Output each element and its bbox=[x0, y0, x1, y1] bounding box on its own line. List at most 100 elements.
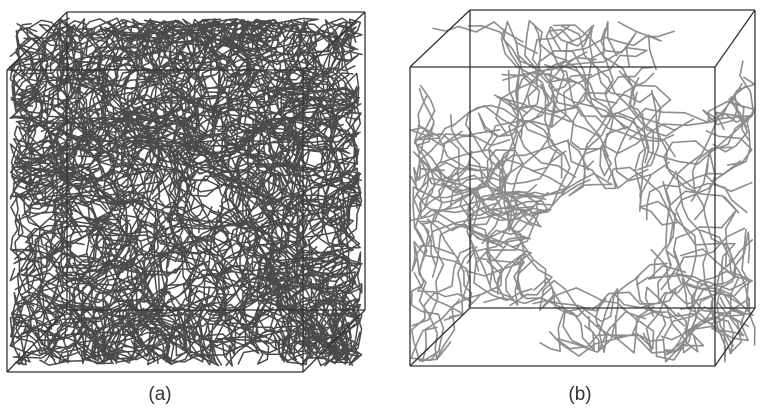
network-strand bbox=[481, 82, 578, 153]
network-strand bbox=[19, 23, 149, 108]
network-strand bbox=[13, 125, 36, 165]
network-strand bbox=[644, 308, 684, 361]
network-strand bbox=[690, 60, 755, 202]
network-strand bbox=[676, 76, 756, 296]
network-strand bbox=[167, 21, 258, 103]
network-strand bbox=[607, 166, 674, 244]
network-strand bbox=[211, 20, 296, 135]
network-strand bbox=[174, 95, 274, 234]
dense-network-cube bbox=[6, 11, 366, 373]
network-strand bbox=[72, 260, 156, 359]
network-strand bbox=[493, 94, 571, 231]
network-strand bbox=[644, 286, 735, 355]
network-strand bbox=[82, 287, 199, 365]
network-strand bbox=[19, 201, 73, 272]
network-strand bbox=[427, 222, 532, 264]
cube-edge bbox=[6, 309, 68, 373]
network-strand bbox=[10, 192, 65, 257]
network-strand bbox=[90, 105, 197, 249]
network-strand bbox=[126, 259, 262, 344]
network-strand bbox=[345, 105, 357, 172]
network-strand bbox=[209, 97, 357, 144]
network-strand bbox=[243, 114, 344, 140]
network-strand bbox=[449, 83, 551, 208]
network-strand bbox=[28, 252, 69, 329]
network-strand bbox=[288, 92, 358, 169]
network-strand bbox=[324, 317, 363, 367]
network-strand bbox=[120, 19, 195, 86]
network-strand bbox=[224, 260, 351, 345]
network-strand bbox=[111, 122, 145, 248]
network-strand bbox=[164, 313, 261, 349]
network-strand bbox=[539, 279, 598, 328]
network-strand bbox=[287, 158, 317, 330]
network-strand bbox=[17, 76, 101, 115]
network-strand bbox=[315, 297, 361, 367]
network-strand bbox=[135, 268, 193, 360]
network-strand bbox=[606, 112, 647, 198]
network-strand bbox=[257, 282, 314, 359]
network-strand bbox=[635, 274, 711, 288]
network-strand bbox=[496, 51, 605, 114]
network-strand bbox=[617, 21, 662, 71]
network-strand bbox=[417, 88, 539, 248]
network-strand bbox=[477, 28, 550, 138]
network-strand bbox=[119, 141, 170, 346]
network-strand bbox=[412, 186, 473, 268]
sparse-network-cube bbox=[409, 9, 756, 367]
network-strand bbox=[22, 319, 69, 364]
panel-b-caption: (b) bbox=[568, 384, 592, 405]
network-strand bbox=[71, 23, 141, 156]
network-strand bbox=[645, 160, 742, 221]
network-strand bbox=[657, 250, 699, 353]
network-strand bbox=[663, 140, 740, 221]
network-strand bbox=[236, 231, 314, 281]
network-strand bbox=[634, 146, 670, 212]
network-strand bbox=[412, 123, 463, 215]
network-strand bbox=[248, 32, 362, 147]
network-strand bbox=[642, 281, 744, 352]
network-strand bbox=[55, 18, 86, 109]
network-strand bbox=[548, 28, 675, 52]
network-strand bbox=[33, 96, 96, 229]
network-strand bbox=[52, 180, 93, 328]
network-strand bbox=[650, 248, 754, 325]
panel-b-sparse-network: (b) bbox=[400, 0, 761, 414]
network-strand bbox=[648, 209, 738, 280]
network-strand bbox=[190, 113, 339, 141]
network-strand bbox=[140, 25, 177, 86]
network-strand bbox=[55, 213, 134, 283]
network-strand bbox=[295, 140, 355, 248]
network-strand bbox=[651, 89, 748, 214]
network-strand bbox=[15, 38, 119, 87]
network-strand bbox=[40, 20, 89, 142]
network-strand bbox=[118, 23, 156, 82]
network-strand bbox=[481, 192, 547, 287]
network-strand bbox=[10, 313, 88, 366]
network-strand bbox=[270, 273, 350, 359]
network-strand bbox=[13, 119, 172, 185]
network-strand bbox=[119, 225, 237, 356]
network-strand bbox=[12, 288, 68, 342]
network-strand bbox=[641, 112, 753, 165]
network-strand bbox=[216, 279, 303, 367]
network-strand bbox=[287, 312, 347, 365]
network-strand bbox=[186, 225, 301, 257]
network-strand bbox=[205, 29, 274, 68]
network-strand bbox=[518, 62, 618, 112]
network-strand bbox=[449, 114, 485, 186]
network-strand bbox=[295, 248, 339, 345]
network-strand bbox=[199, 144, 332, 212]
network-strand bbox=[81, 108, 203, 163]
network-strand bbox=[15, 118, 82, 238]
network-strand bbox=[409, 150, 567, 222]
network-strand bbox=[516, 255, 595, 351]
panel-a-dense-network: (a) bbox=[0, 0, 370, 414]
network-strand bbox=[705, 163, 753, 193]
network-strand bbox=[132, 86, 225, 159]
network-strand bbox=[14, 210, 84, 306]
network-strand bbox=[104, 211, 178, 361]
network-strand bbox=[410, 176, 532, 222]
network-strand bbox=[196, 213, 272, 272]
network-strand bbox=[319, 298, 349, 363]
